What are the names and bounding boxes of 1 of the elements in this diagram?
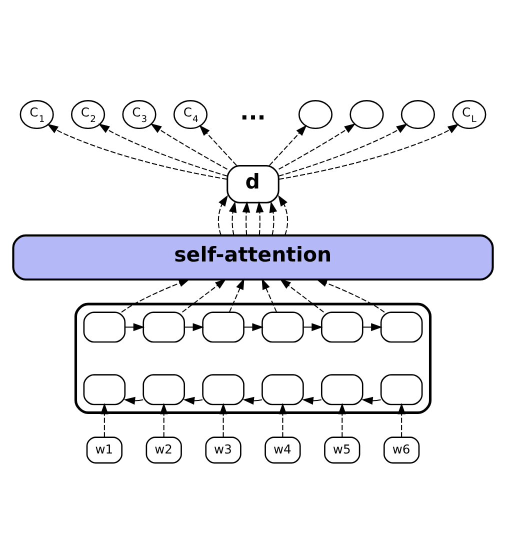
label: ... (240, 98, 266, 125)
